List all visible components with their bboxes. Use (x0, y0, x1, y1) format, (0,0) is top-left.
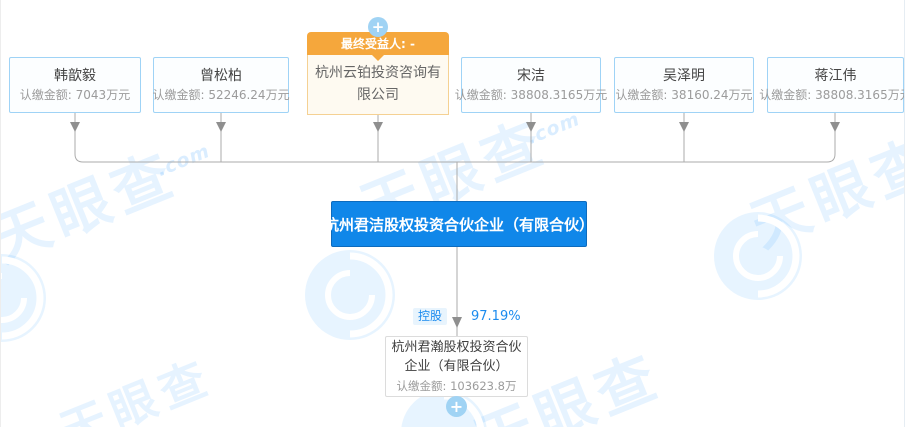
shareholder-amount: 认缴金额: 52246.24万元 (152, 87, 290, 102)
beneficiary-tag: 最终受益人: - (307, 32, 449, 61)
shareholder-amount: 认缴金额: 38160.24万元 (615, 87, 753, 102)
shareholder-name: 曾松柏 (200, 67, 242, 84)
shareholder-name: 韩歆毅 (54, 67, 96, 84)
shareholder-node[interactable]: 曾松柏 认缴金额: 52246.24万元 (152, 57, 290, 113)
focus-company-name: 杭州君洁股权投资合伙企业（有限合伙） (324, 215, 595, 234)
arrow-down-icon (526, 122, 536, 132)
subsidiary-node[interactable]: 杭州君瀚股权投资合伙企业（有限合伙） 认缴金额: 103623.8万 (385, 336, 528, 397)
ownership-percentage: 97.19% (471, 309, 521, 324)
shareholder-amount: 认缴金额: 7043万元 (19, 87, 131, 102)
shareholder-name: 蒋江伟 (814, 67, 857, 84)
shareholder-node[interactable]: 宋洁 认缴金额: 38808.3165万元 (455, 57, 607, 113)
arrow-down-icon (452, 317, 462, 328)
expand-plus-button[interactable]: + (368, 17, 388, 37)
shareholder-node[interactable]: 韩歆毅 认缴金额: 7043万元 (9, 57, 141, 113)
focus-company-node[interactable]: 杭州君洁股权投资合伙企业（有限合伙） (324, 201, 594, 247)
shareholder-name: 吴泽明 (663, 67, 705, 84)
shareholder-name: 宋洁 (517, 67, 545, 84)
beneficiary-name: 杭州云铂投资咨询有限公司 (307, 55, 449, 115)
arrow-down-icon (216, 122, 226, 132)
relation-badge: 控股 (413, 308, 448, 325)
shareholder-node[interactable]: 吴泽明 认缴金额: 38160.24万元 (614, 57, 754, 113)
beneficiary-node[interactable]: 最终受益人: - 杭州云铂投资咨询有限公司 (307, 32, 449, 115)
shareholder-amount: 认缴金额: 38808.3165万元 (454, 87, 608, 102)
arrow-down-icon (679, 122, 689, 132)
shareholder-node[interactable]: 蒋江伟 认缴金额: 38808.3165万元 (759, 57, 904, 113)
arrow-down-icon (70, 122, 80, 132)
subsidiary-name: 杭州君瀚股权投资合伙企业（有限合伙） (391, 340, 522, 374)
arrow-down-icon (373, 122, 383, 132)
subsidiary-amount: 认缴金额: 103623.8万 (396, 378, 517, 393)
expand-plus-button[interactable]: + (446, 396, 467, 417)
arrow-down-icon (830, 122, 840, 132)
shareholder-amount: 认缴金额: 38808.3165万元 (759, 87, 905, 102)
